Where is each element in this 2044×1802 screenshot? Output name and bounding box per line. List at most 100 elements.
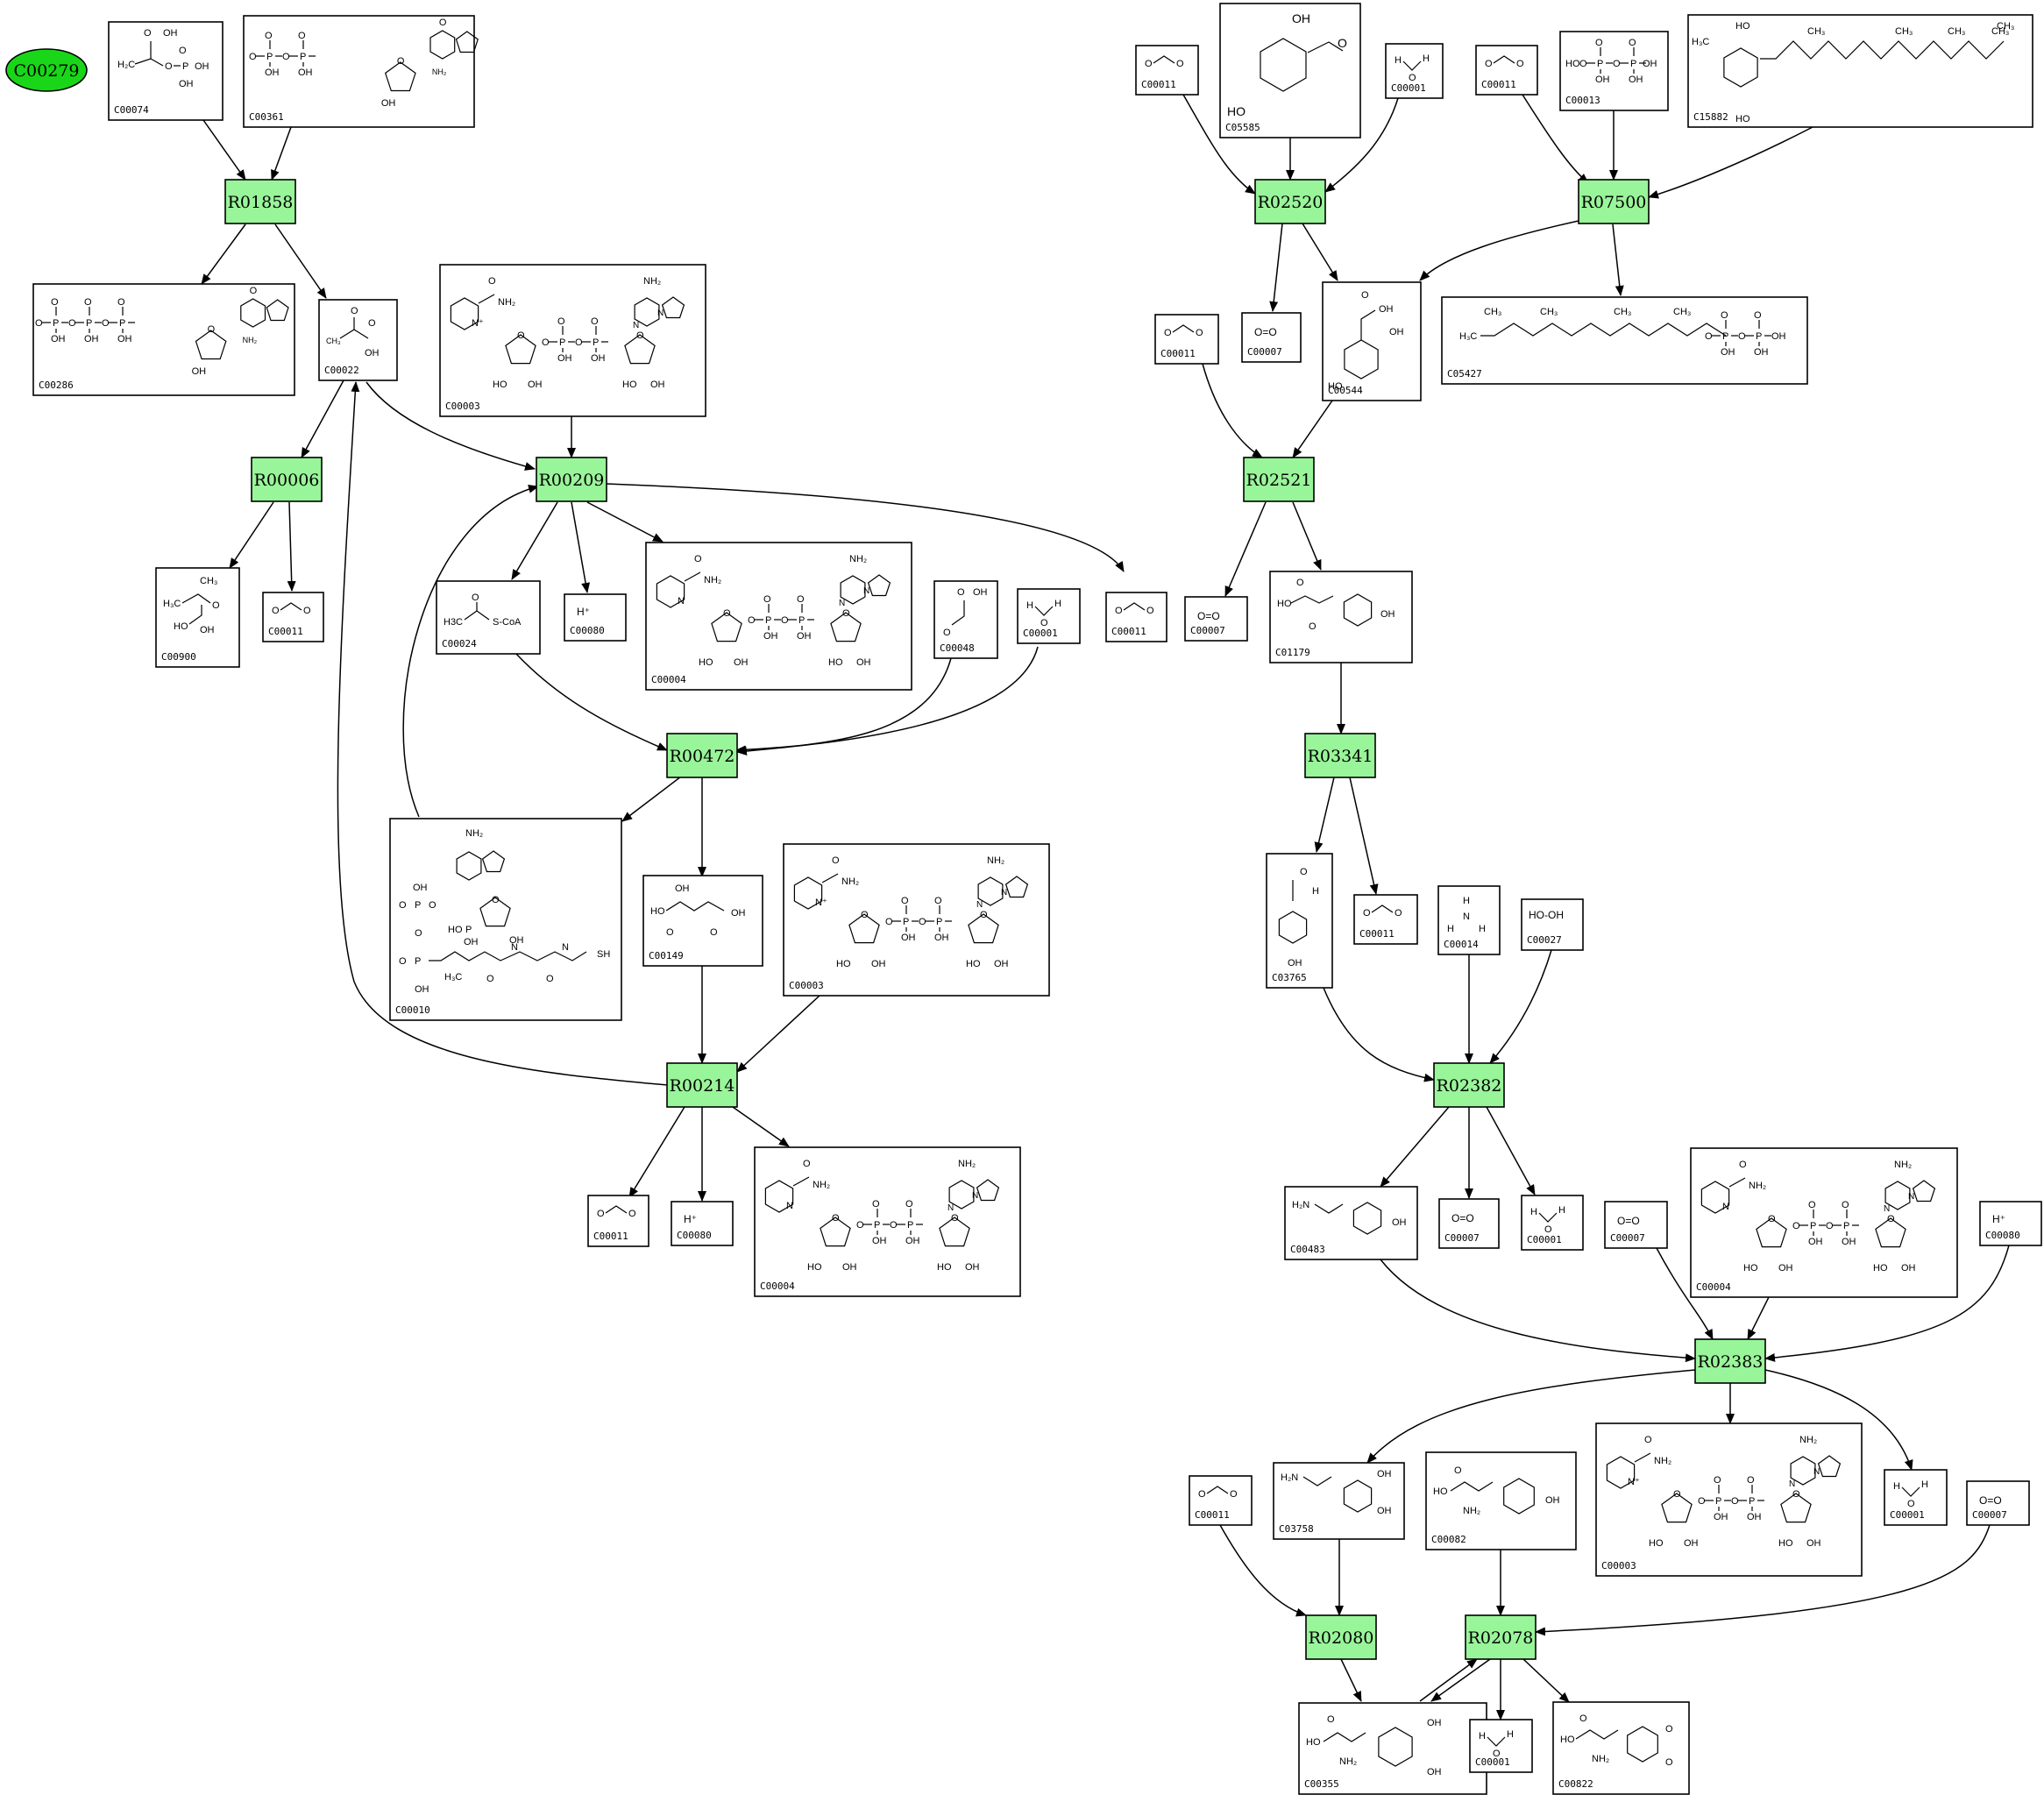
start-node[interactable]: C00279 [5,48,88,92]
edge-arrow [1224,501,1267,597]
reaction-node-r00472[interactable]: R00472 [666,733,738,778]
atom-label: O [1698,1496,1706,1507]
atom-label: H [1026,600,1033,611]
atom-label: O [832,855,840,866]
reaction-node-r07500[interactable]: R07500 [1578,179,1650,224]
atom-label: O [51,297,59,308]
reaction-box [1304,733,1376,778]
compound-box [1552,1701,1690,1795]
atom-label: HO [1649,1538,1664,1549]
atom-label: O [890,1220,898,1231]
edge-arrow [1366,1369,1696,1464]
compound-box [1521,898,1584,951]
compound-label: C00355 [1304,1778,1339,1790]
structure-h2o-icon: HOH [1479,1729,1514,1759]
atom-label: OH [872,1236,887,1246]
reaction-node-r00209[interactable]: R00209 [536,457,607,502]
atom-label: HO [966,959,981,969]
compound-node-c00080[interactable]: H⁺C00080 [671,1201,734,1246]
atom-label: O [472,592,479,603]
reaction-node-r02382[interactable]: R02382 [1433,1062,1505,1108]
atom-label: N [562,942,569,953]
reaction-node-r02520[interactable]: R02520 [1254,179,1326,224]
atom-label: OH [734,657,749,668]
compound-node-c00080[interactable]: H⁺C00080 [564,593,627,642]
reaction-label: R03341 [1308,747,1373,766]
reaction-node-r00006[interactable]: R00006 [251,457,323,502]
reaction-node-r01858[interactable]: R01858 [224,179,296,224]
reaction-node-r02080[interactable]: R02080 [1305,1614,1377,1660]
compound-label: C00011 [268,626,303,637]
atom-label: O [1887,1214,1895,1224]
compound-node-c00080[interactable]: H⁺C00080 [1979,1201,2042,1246]
reaction-node-r02383[interactable]: R02383 [1694,1338,1766,1384]
compound-label: C00011 [1481,79,1516,90]
compound-box [671,1201,734,1246]
edge-arrow [1656,1247,1714,1340]
compound-box [436,580,541,655]
reaction-node-r02078[interactable]: R02078 [1465,1614,1537,1660]
reaction-node-r00214[interactable]: R00214 [666,1062,738,1108]
atom-label: OH [192,366,207,377]
atom-label: H⁺ [577,606,590,618]
reaction-node-r02521[interactable]: R02521 [1243,457,1315,502]
reaction-node-r03341[interactable]: R03341 [1304,733,1376,778]
start-label: C00279 [14,61,80,81]
atom-label: O [250,286,258,296]
atom-label: O [748,615,756,626]
atom-label: HO [1560,1735,1575,1745]
